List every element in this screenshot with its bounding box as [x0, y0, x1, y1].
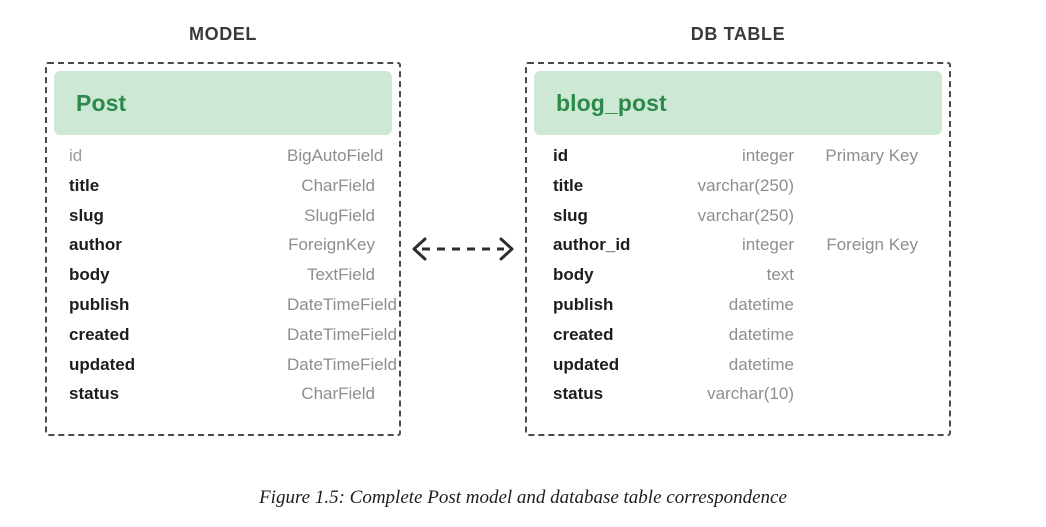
field-name: author_id [553, 235, 631, 255]
field-name: body [553, 265, 594, 285]
db-table-title-band: blog_post [534, 71, 942, 135]
field-row: author_id integer Foreign Key [527, 235, 949, 265]
field-type: varchar(250) [697, 175, 794, 195]
field-type: datetime [728, 294, 794, 314]
field-row: id BigAutoField [47, 146, 399, 176]
field-type: SlugField [304, 205, 375, 225]
field-name: updated [69, 354, 136, 374]
field-constraint: Foreign Key [826, 235, 918, 255]
field-name: id [553, 146, 569, 165]
field-type: varchar(10) [707, 384, 794, 404]
field-name: title [69, 175, 100, 195]
field-type: datetime [728, 324, 794, 344]
model-title-band: Post [54, 71, 392, 135]
field-row: body text [527, 265, 949, 295]
field-row: publish DateTimeField [47, 295, 399, 325]
field-row: created DateTimeField [47, 325, 399, 355]
field-name: author [69, 235, 122, 255]
field-type: varchar(250) [697, 205, 794, 225]
field-type: datetime [728, 354, 794, 374]
field-constraint: Primary Key [825, 146, 918, 165]
field-type: DateTimeField [287, 294, 397, 314]
double-headed-dashed-arrow-icon [412, 237, 514, 261]
field-type: CharField [301, 175, 375, 195]
field-name: slug [69, 205, 104, 225]
db-table-title: blog_post [556, 89, 667, 116]
field-name: title [553, 175, 584, 195]
field-type: integer [742, 146, 794, 165]
field-row: author ForeignKey [47, 235, 399, 265]
field-name: created [553, 324, 614, 344]
field-row: status varchar(10) [527, 384, 949, 414]
field-row: updated DateTimeField [47, 355, 399, 385]
model-title: Post [76, 89, 127, 116]
field-name: status [69, 384, 120, 404]
field-type: integer [742, 235, 794, 255]
field-name: body [69, 265, 110, 285]
field-name: id [69, 146, 83, 165]
field-name: updated [553, 354, 620, 374]
field-name: created [69, 324, 130, 344]
field-row: updated datetime [527, 355, 949, 385]
field-row: id integer Primary Key [527, 146, 949, 176]
field-type: text [766, 265, 794, 285]
field-name: status [553, 384, 604, 404]
field-type: ForeignKey [288, 235, 375, 255]
field-row: status CharField [47, 384, 399, 414]
field-name: slug [553, 205, 588, 225]
field-row: body TextField [47, 265, 399, 295]
field-name: publish [69, 294, 130, 314]
field-row: slug varchar(250) [527, 206, 949, 236]
field-row: created datetime [527, 325, 949, 355]
field-type: DateTimeField [287, 324, 397, 344]
figure-caption: Figure 1.5: Complete Post model and data… [259, 487, 787, 508]
field-row: publish datetime [527, 295, 949, 325]
field-type: BigAutoField [287, 146, 384, 165]
db-table-entity-box: blog_post id integer Primary Key title varch… [525, 62, 951, 436]
field-type: TextField [306, 265, 375, 285]
field-name: publish [553, 294, 614, 314]
model-column-heading: MODEL [189, 24, 257, 44]
field-type: CharField [301, 384, 375, 404]
field-type: DateTimeField [287, 354, 397, 374]
field-row: slug SlugField [47, 206, 399, 236]
field-row: title CharField [47, 176, 399, 206]
field-row: title varchar(250) [527, 176, 949, 206]
db-table-column-heading: DB TABLE [690, 24, 786, 44]
